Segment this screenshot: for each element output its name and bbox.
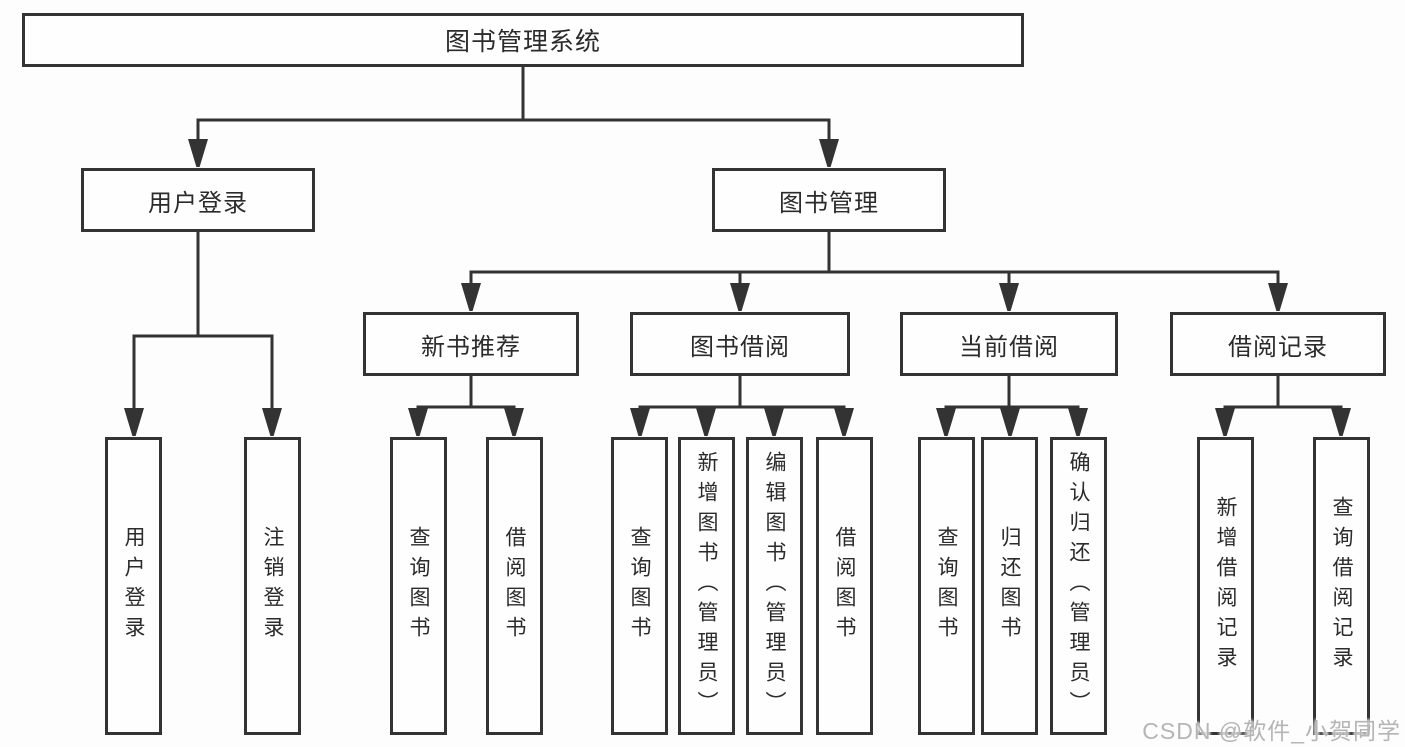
node-label: 查询图书 bbox=[628, 526, 651, 646]
node-borrow-books-recommend: 借阅图书 bbox=[486, 437, 543, 735]
node-borrow-records: 借阅记录 bbox=[1170, 312, 1386, 376]
node-search-books-current: 查询图书 bbox=[918, 437, 975, 735]
node-label: 新增借阅记录 bbox=[1214, 496, 1237, 676]
node-current-borrow: 当前借阅 bbox=[900, 312, 1118, 376]
node-edit-books-admin: 编辑图书（管理员） bbox=[746, 437, 803, 735]
node-label: 查询图书 bbox=[935, 526, 958, 646]
node-confirm-return-admin: 确认归还（管理员） bbox=[1050, 437, 1107, 735]
node-add-books-admin: 新增图书（管理员） bbox=[678, 437, 735, 735]
node-label: 编辑图书（管理员） bbox=[763, 451, 786, 721]
node-return-books: 归还图书 bbox=[981, 437, 1038, 735]
node-label: 确认归还（管理员） bbox=[1067, 451, 1090, 721]
node-add-borrow-record: 新增借阅记录 bbox=[1197, 437, 1254, 735]
node-label: 注销登录 bbox=[261, 526, 284, 646]
node-search-borrow-record: 查询借阅记录 bbox=[1313, 437, 1370, 735]
csdn-watermark: CSDN @软件_小贺同学 bbox=[1142, 718, 1401, 744]
node-label: 借阅图书 bbox=[503, 526, 526, 646]
node-label: 查询图书 bbox=[407, 526, 430, 646]
node-borrow-books-action: 借阅图书 bbox=[816, 437, 873, 735]
node-user-login: 用户登录 bbox=[81, 168, 315, 232]
node-user-login-action: 用户登录 bbox=[105, 437, 162, 735]
node-logout-action: 注销登录 bbox=[244, 437, 301, 735]
node-book-borrow: 图书借阅 bbox=[630, 312, 850, 376]
node-library-management-system: 图书管理系统 bbox=[22, 13, 1024, 67]
node-label: 用户登录 bbox=[122, 526, 145, 646]
node-label: 新增图书（管理员） bbox=[695, 451, 718, 721]
node-search-books-borrow: 查询图书 bbox=[611, 437, 668, 735]
node-label: 借阅图书 bbox=[833, 526, 856, 646]
node-new-book-recommendation: 新书推荐 bbox=[363, 312, 579, 376]
node-book-management: 图书管理 bbox=[712, 168, 946, 232]
node-search-books-recommend: 查询图书 bbox=[390, 437, 447, 735]
node-label: 归还图书 bbox=[998, 526, 1021, 646]
node-label: 查询借阅记录 bbox=[1330, 496, 1353, 676]
